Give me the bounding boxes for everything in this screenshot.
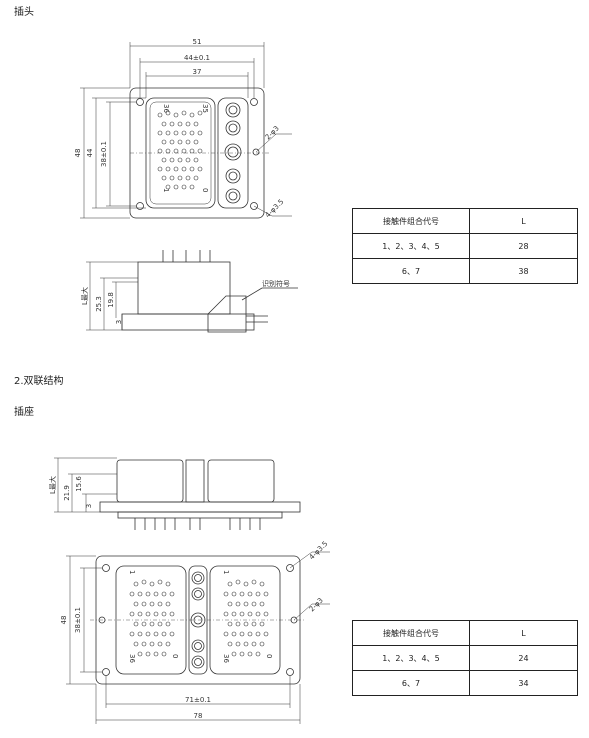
dim-socket-width-71: 71±0.1: [185, 696, 211, 704]
coax-contact: [191, 571, 205, 585]
socket-front-view: [66, 551, 330, 724]
identification-mark-label: 识别符号: [262, 279, 290, 288]
coax-contact: [225, 188, 241, 204]
pin-label-0: 0: [201, 188, 209, 192]
mount-hole: [102, 564, 110, 572]
coax-contact: [225, 102, 241, 118]
table-row: 1、2、3、4、5 28: [352, 233, 578, 259]
coax-contact: [191, 639, 205, 653]
table-cell-code: 1、2、3、4、5: [352, 233, 470, 259]
plug-flange-side: [121, 313, 255, 331]
table-cell-code: 6、7: [352, 670, 470, 696]
plug-backshell: [207, 295, 247, 333]
socket-pin-grid-left: [129, 579, 175, 657]
dim-socket-height-38: 38±0.1: [74, 607, 82, 633]
socket-pin-label-1: 1: [128, 570, 136, 574]
table-row: 6、7 38: [352, 258, 578, 284]
socket-pin-label-36: 36: [128, 654, 136, 663]
dim-socket-height-48: 48: [60, 616, 68, 625]
table-cell-l: 34: [469, 670, 578, 696]
dim-plug-19-8: 19.8: [107, 292, 115, 308]
socket-pin-label-1b: 1: [222, 570, 230, 574]
mount-hole: [250, 98, 258, 106]
dim-plug-25-3: 25.3: [95, 296, 103, 312]
dim-socket-l-max: L最大: [48, 476, 57, 494]
table-cell-l: 38: [469, 258, 578, 284]
socket-body-side-left: [116, 459, 184, 503]
pin-label-36: 36: [162, 104, 170, 113]
dim-socket-21-9: 21.9: [63, 485, 71, 501]
pin-label-1: 1: [162, 188, 170, 192]
plug-pin-grid: [157, 110, 203, 190]
socket-center-post: [185, 459, 205, 503]
table-cell-l: 28: [469, 233, 578, 259]
coax-contact: [225, 168, 241, 184]
pin-label-35: 35: [201, 104, 209, 113]
dim-plug-height-48: 48: [74, 149, 82, 158]
dim-plug-l-max: L最大: [80, 287, 89, 305]
coax-contact: [224, 143, 242, 161]
mount-hole: [286, 668, 294, 676]
socket-pin-label-36b: 36: [222, 654, 230, 663]
dim-plug-hole-2: 2-φ3: [264, 124, 281, 141]
contact-combo-table-socket: 接触件组合代号 L 1、2、3、4、5 24 6、7 34: [352, 620, 578, 696]
dim-socket-hole-4: 4-φ3.5: [308, 540, 330, 562]
table-header-l: L: [469, 208, 578, 234]
dim-socket-3: 3: [85, 504, 93, 508]
dim-socket-hole-2: 2-φ3: [308, 596, 325, 613]
plug-front-view: [80, 42, 292, 219]
dim-plug-3: 3: [115, 320, 123, 324]
contact-combo-table-plug: 接触件组合代号 L 1、2、3、4、5 28 6、7 38: [352, 208, 578, 284]
socket-pin-label-0b: 0: [265, 654, 273, 658]
table-header-code: 接触件组合代号: [352, 620, 470, 646]
plug-side-view: [86, 250, 298, 333]
mount-hole: [250, 202, 258, 210]
table-row: 1、2、3、4、5 24: [352, 645, 578, 671]
dim-plug-width-37: 37: [193, 68, 202, 76]
dim-plug-height-38: 38±0.1: [100, 141, 108, 167]
mount-hole: [252, 148, 260, 156]
table-cell-l: 24: [469, 645, 578, 671]
table-header-code: 接触件组合代号: [352, 208, 470, 234]
dim-plug-width-51: 51: [193, 38, 202, 46]
mount-hole: [286, 564, 294, 572]
dim-socket-width-78: 78: [194, 712, 203, 720]
mount-hole: [136, 98, 144, 106]
heading-plug: 插头: [14, 7, 34, 18]
socket-pin-grid-right: [223, 579, 269, 657]
table-cell-code: 6、7: [352, 258, 470, 284]
socket-body-side-right: [207, 459, 275, 503]
mount-hole: [136, 202, 144, 210]
socket-side-view: [54, 457, 301, 530]
dim-socket-15-6: 15.6: [75, 476, 83, 492]
coax-contact: [225, 120, 241, 136]
dim-plug-width-44: 44±0.1: [184, 54, 210, 62]
heading-socket: 插座: [14, 407, 34, 418]
socket-flange-side: [99, 501, 301, 513]
mount-hole: [102, 668, 110, 676]
socket-pin-label-0: 0: [171, 654, 179, 658]
table-cell-code: 1、2、3、4、5: [352, 645, 470, 671]
coax-contact: [191, 587, 205, 601]
coax-contact: [191, 655, 205, 669]
dim-plug-height-44: 44: [86, 148, 94, 157]
table-header-l: L: [469, 620, 578, 646]
heading-dual-structure: 2.双联结构: [14, 376, 64, 387]
table-row: 6、7 34: [352, 670, 578, 696]
